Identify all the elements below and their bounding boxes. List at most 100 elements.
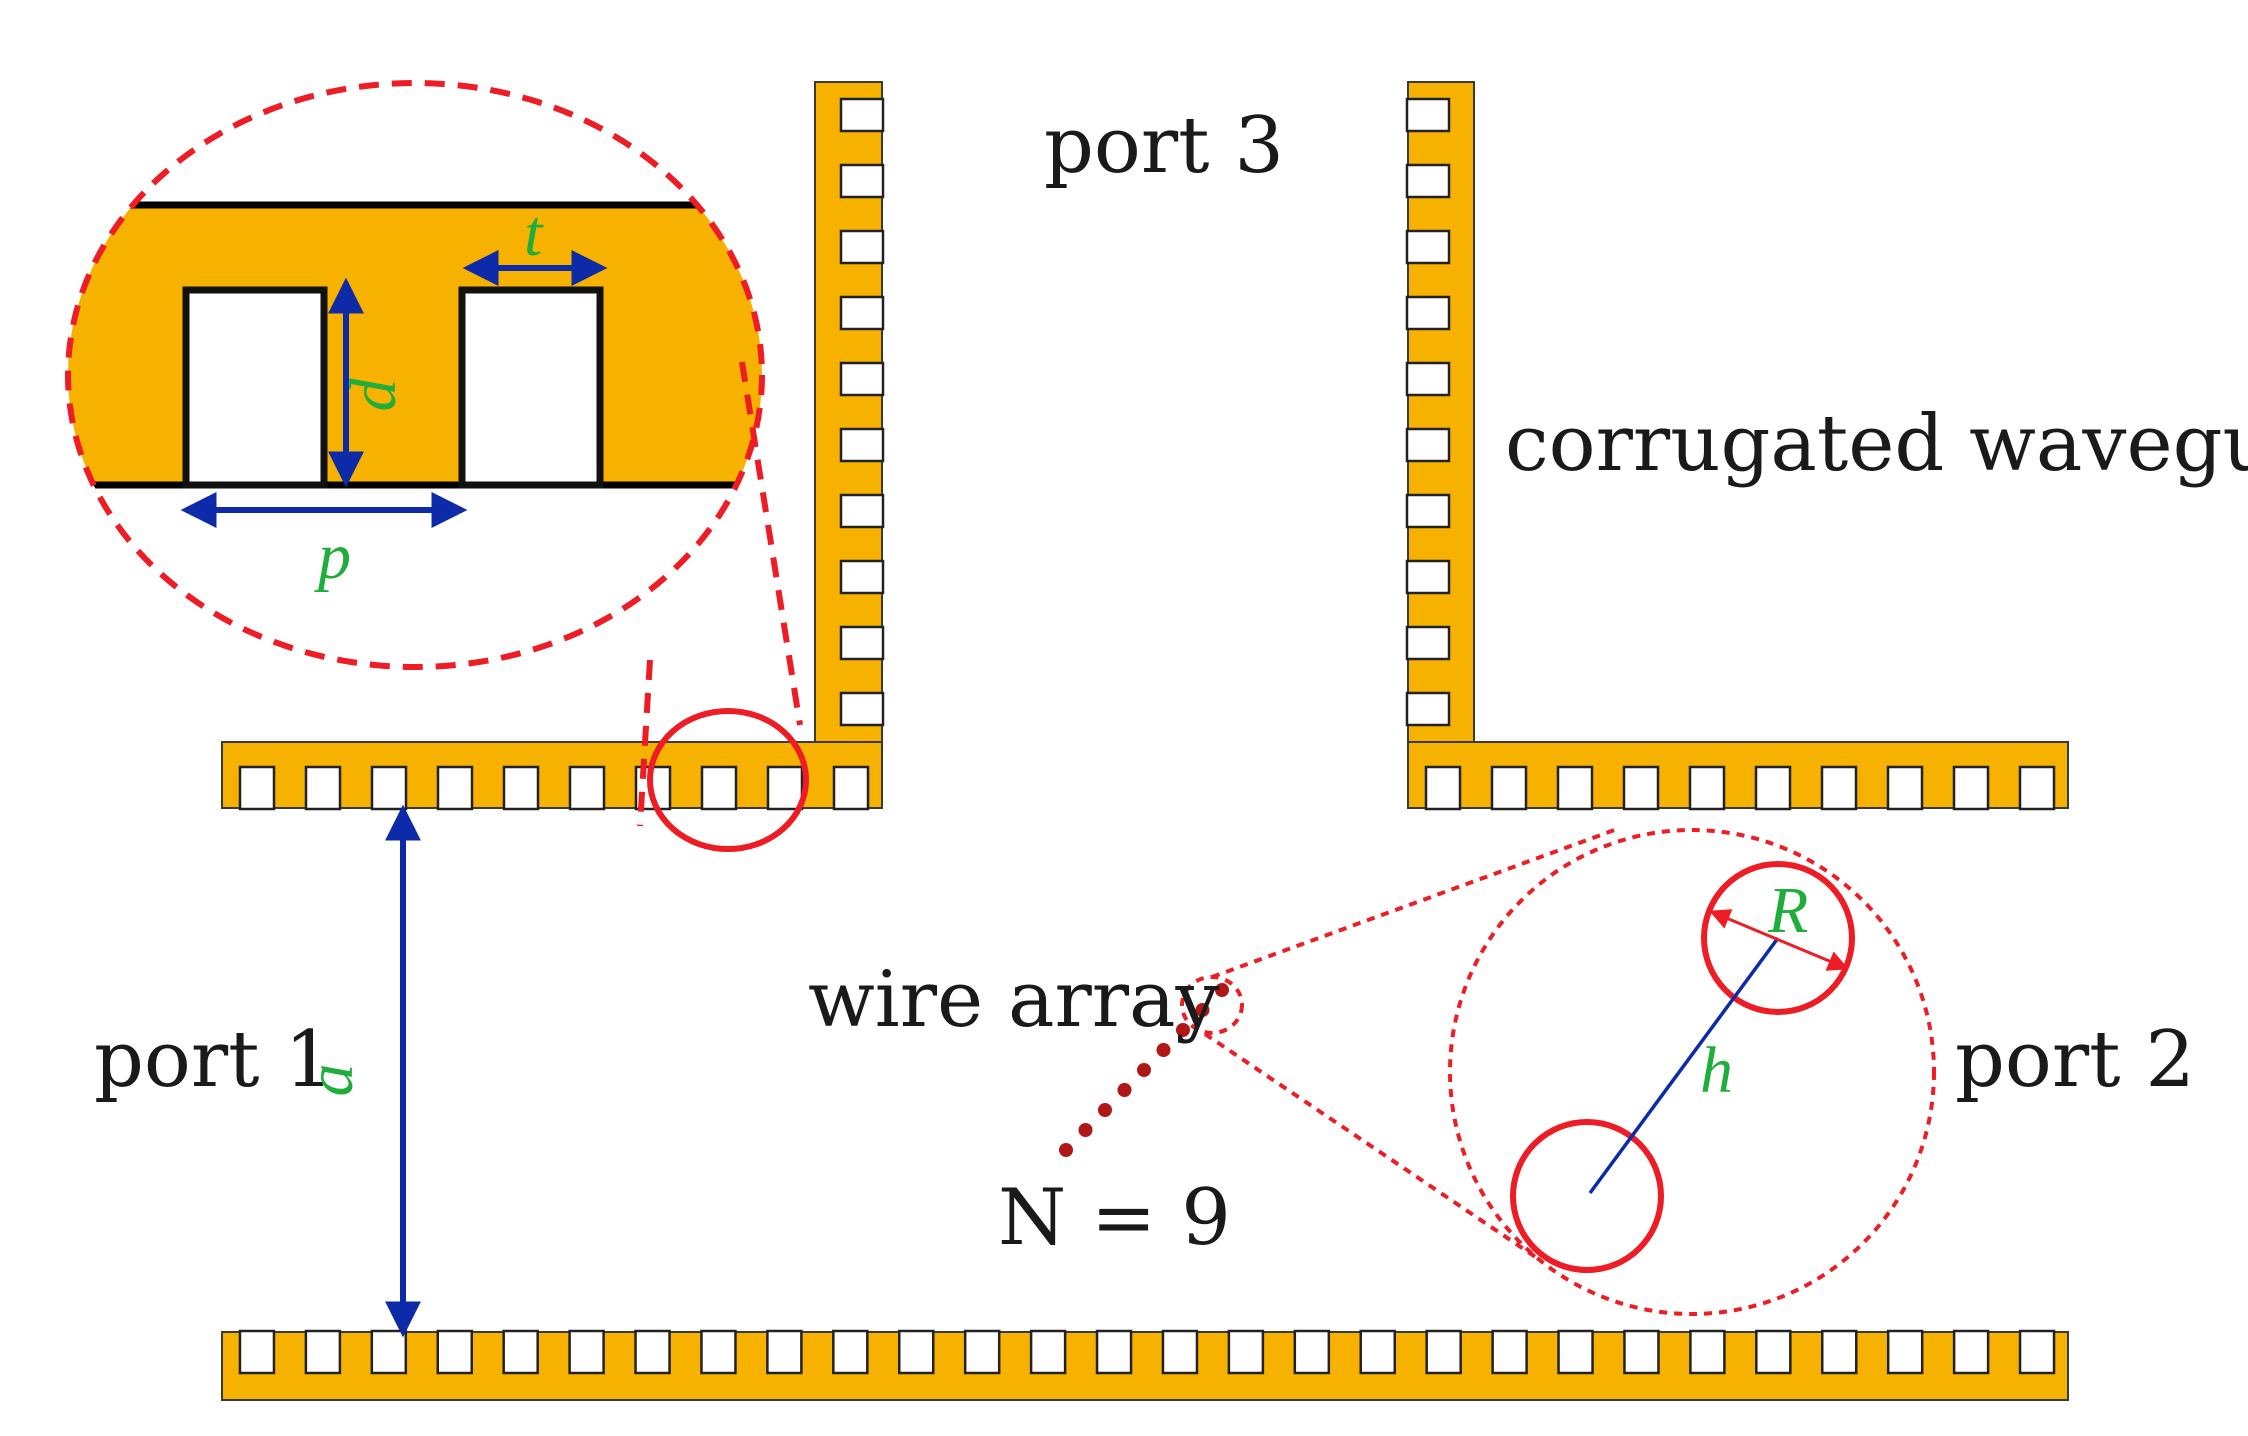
corrugation-groove (700, 765, 738, 811)
corrugation-groove (963, 1329, 1001, 1375)
corrugation-groove (568, 765, 606, 811)
corrugation-groove (1952, 1329, 1990, 1375)
wire-dot (1059, 1143, 1073, 1157)
corrugation-groove (1161, 1329, 1199, 1375)
corrugation-groove (1623, 1329, 1660, 1375)
corrugation-groove (1886, 765, 1924, 811)
n-count-label: N = 9 (998, 1173, 1231, 1263)
corrugation-groove (700, 1329, 737, 1375)
corrugation-groove (766, 765, 804, 811)
wire-zoom-outline (1448, 828, 1936, 1316)
corrugation-groove (304, 765, 342, 811)
corrugation-groove (1755, 1329, 1792, 1375)
corrugation-groove (839, 97, 885, 133)
corrugation-groove (1490, 765, 1528, 811)
wire-dot (1195, 1003, 1210, 1017)
R-symbol: R (1767, 874, 1808, 947)
corrugation-groove (1405, 559, 1451, 595)
t-symbol: t (524, 197, 544, 270)
corrugation-groove (1622, 765, 1660, 811)
corrugation-groove (839, 163, 885, 199)
corrugation-groove (839, 691, 885, 727)
corrugation-groove (370, 1329, 408, 1375)
corrugation-groove (1359, 1329, 1396, 1375)
corrugation-groove (1405, 295, 1451, 331)
corrugation-groove (898, 1329, 935, 1375)
wire-array-dots (1059, 983, 1229, 1157)
d-symbol: d (337, 378, 410, 412)
corrugation-groove (832, 1329, 869, 1375)
R-radius-arrow (1709, 909, 1849, 971)
corrugation-groove (1029, 1329, 1067, 1375)
corrugation-groove (839, 361, 885, 397)
corrugation-groove (1952, 765, 1990, 811)
corrugation-groove (839, 493, 885, 529)
corrugation-groove (634, 1329, 671, 1375)
wire-dot (1156, 1043, 1171, 1057)
wire-cross-section-upper (1701, 861, 1855, 1015)
wire-array-label: wire array (808, 955, 1220, 1045)
corrugation-groove (1688, 765, 1726, 811)
wire-dot (1078, 1123, 1093, 1137)
corrugation-groove (1405, 361, 1451, 397)
corrugation-groove (1425, 1329, 1462, 1375)
corrugation-groove (238, 1329, 276, 1375)
zoom-slot-right (458, 286, 604, 489)
corrugation-groove (304, 1329, 342, 1375)
wire-dot (1137, 1063, 1151, 1077)
wire-dot (1176, 1023, 1190, 1037)
corrugation-groove (1405, 229, 1451, 265)
wire-cross-section-lower (1510, 1119, 1664, 1273)
zoom-leader-upper (739, 361, 803, 726)
wire-dot (1215, 983, 1229, 997)
corrugation-groove (1293, 1329, 1331, 1375)
port-1-label: port 1 (94, 1015, 334, 1105)
h-symbol: h (1700, 1034, 1733, 1107)
corrugation-groove (1820, 765, 1858, 811)
corrugation-groove (370, 765, 408, 811)
corrugation-groove (1227, 1329, 1265, 1375)
corrugation-groove (832, 765, 870, 811)
p-symbol: p (314, 520, 351, 593)
corrugation-groove (1405, 691, 1451, 727)
corrugation-groove (1821, 1329, 1858, 1375)
wire-dot (1098, 1103, 1112, 1117)
a-symbol: a (294, 1064, 367, 1097)
corrugation-groove (1491, 1329, 1528, 1375)
corrugation-groove (1557, 1329, 1594, 1375)
wire-leader-lower (1203, 1032, 1542, 1262)
corrugation-groove (1689, 1329, 1726, 1375)
corrugation-groove (1405, 163, 1451, 199)
right-vertical-wall (1405, 81, 1475, 743)
wire-leader-upper (1211, 826, 1621, 979)
zoom-leader-lower (637, 659, 653, 827)
corrugation-groove (2018, 765, 2056, 811)
corrugation-groove (1424, 765, 1462, 811)
port-3-label: port 3 (1044, 101, 1284, 191)
bottom-wall (221, 1329, 2069, 1401)
corrugation-groove (436, 765, 474, 811)
corrugation-groove (502, 765, 540, 811)
corrugation-groove (839, 559, 885, 595)
left-vertical-wall (814, 81, 885, 743)
corrugation-groove (1095, 1329, 1133, 1375)
zoom-slot-left (182, 286, 328, 489)
wire-dot (1117, 1083, 1132, 1097)
corrugation-groove (839, 625, 885, 661)
wall-highlight-circle (647, 708, 809, 852)
corrugation-groove (2018, 1329, 2056, 1375)
corrugation-groove (436, 1329, 473, 1375)
wire-zoom-inset (1448, 828, 1936, 1316)
corrugation-groove (1405, 625, 1451, 661)
port-2-label: port 2 (1955, 1015, 2195, 1105)
corrugation-groove (839, 295, 885, 331)
corrugation-groove (1556, 765, 1594, 811)
corrugation-groove (1405, 493, 1451, 529)
corrugation-groove (568, 1329, 605, 1375)
corrugation-groove (502, 1329, 539, 1375)
corrugation-groove (1405, 427, 1451, 463)
corrugation-groove (1754, 765, 1792, 811)
corrugation-groove (839, 229, 885, 265)
corrugation-groove (1405, 97, 1451, 133)
corrugation-groove (1886, 1329, 1924, 1375)
